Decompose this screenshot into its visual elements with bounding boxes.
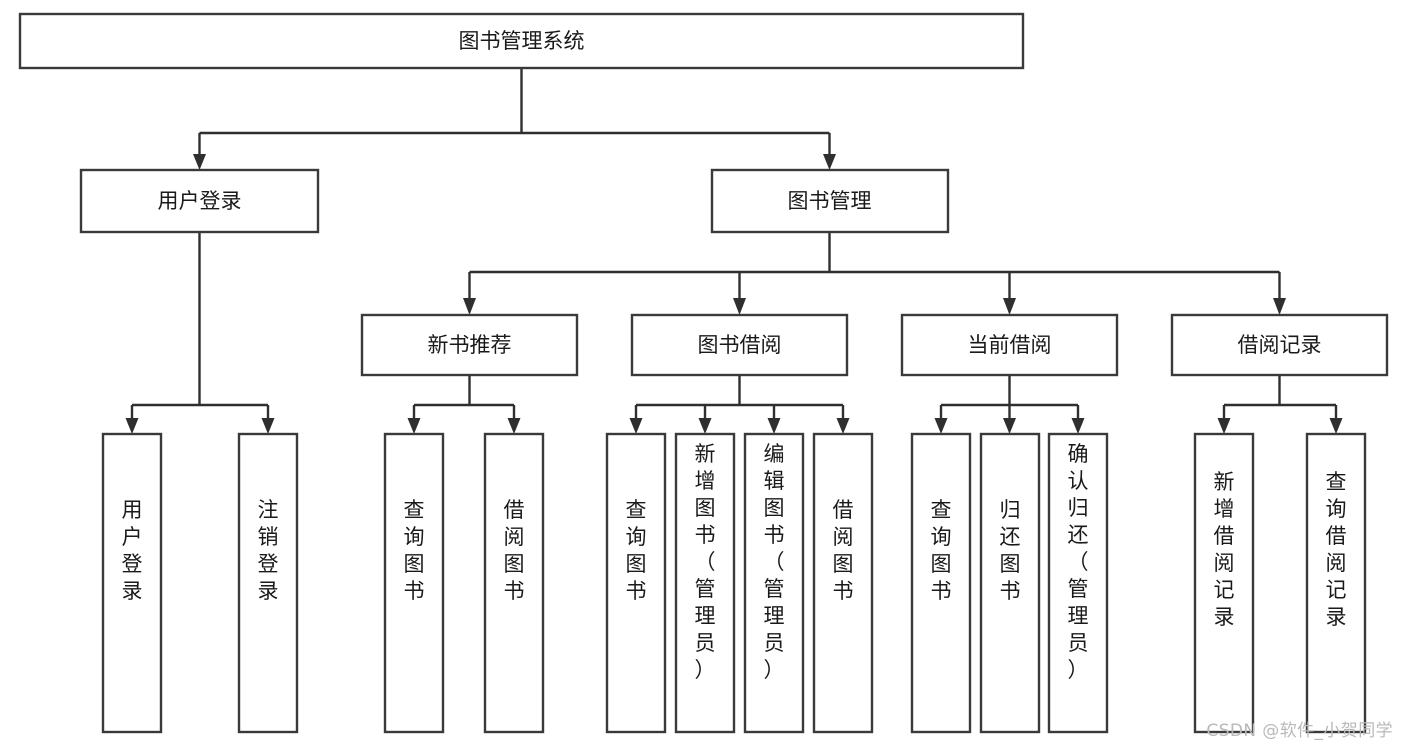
- leaf-borrow-book-1[interactable]: 借阅图书: [483, 432, 545, 734]
- node-book-borrow-box[interactable]: [630, 313, 849, 377]
- arrowhead-borrow-record: [1273, 298, 1286, 315]
- leaf-query-record-label: 查询借阅记录: [1326, 470, 1347, 629]
- leaf-user-login[interactable]: 用户登录: [101, 432, 163, 734]
- leaf-query-book-2[interactable]: 查询图书: [605, 432, 667, 734]
- leaf-confirm-return[interactable]: 确认归还（管理员）: [1047, 432, 1109, 734]
- arrowhead-leaf-add-record: [1217, 418, 1231, 434]
- leaf-return-book-label: 归还图书: [1000, 498, 1021, 603]
- leaf-edit-book[interactable]: 编辑图书（管理员）: [743, 432, 805, 734]
- leaf-add-record-box[interactable]: [1193, 432, 1255, 734]
- leaf-edit-book-label: 编辑图书（管理员）: [764, 442, 785, 682]
- leaf-add-book-label: 新增图书（管理员）: [695, 442, 716, 682]
- leaf-query-book-3-label: 查询图书: [931, 498, 952, 603]
- node-book-manage-box[interactable]: [710, 168, 950, 234]
- node-new-book-recommend-label: 新书推荐: [428, 333, 512, 357]
- arrowhead-leaf-query-book-3: [934, 418, 948, 434]
- node-borrow-record-box[interactable]: [1170, 313, 1389, 377]
- arrowhead-new-book-recommend: [463, 298, 476, 315]
- node-user-login-box[interactable]: [79, 168, 320, 234]
- arrowhead-leaf-user-logout: [261, 418, 275, 434]
- arrowhead-current-borrow: [1003, 298, 1016, 315]
- arrowhead-leaf-borrow-book-1: [507, 418, 521, 434]
- csdn-watermark: CSDN @软件_小贺同学: [1206, 721, 1393, 741]
- leaf-return-book-box[interactable]: [979, 432, 1041, 734]
- arrowhead-book-manage: [823, 154, 836, 170]
- node-borrow-record-label: 借阅记录: [1238, 333, 1322, 357]
- node-current-borrow[interactable]: 当前借阅: [900, 313, 1119, 377]
- leaf-query-record[interactable]: 查询借阅记录: [1305, 432, 1367, 734]
- arrowhead-leaf-user-login: [125, 418, 139, 434]
- node-borrow-record[interactable]: 借阅记录: [1170, 313, 1389, 377]
- arrowhead-leaf-edit-book: [767, 418, 781, 434]
- leaf-add-record[interactable]: 新增借阅记录: [1193, 432, 1255, 734]
- leaf-edit-book-box[interactable]: [743, 432, 805, 734]
- leaf-borrow-book-2-box[interactable]: [812, 432, 874, 734]
- node-current-borrow-label: 当前借阅: [968, 333, 1052, 357]
- leaf-user-login-box[interactable]: [101, 432, 163, 734]
- leaf-user-login-label: 用户登录: [122, 498, 143, 603]
- leaf-query-record-box[interactable]: [1305, 432, 1367, 734]
- node-new-book-recommend[interactable]: 新书推荐: [360, 313, 579, 377]
- connector-layer: [125, 68, 1343, 434]
- leaf-query-book-2-label: 查询图书: [626, 498, 647, 603]
- leaf-borrow-book-2[interactable]: 借阅图书: [812, 432, 874, 734]
- leaf-user-logout-box[interactable]: [237, 432, 299, 734]
- leaf-query-book-3-box[interactable]: [910, 432, 972, 734]
- leaf-query-book-1-label: 查询图书: [404, 498, 425, 603]
- arrowhead-leaf-confirm-return: [1071, 418, 1085, 434]
- node-root-label: 图书管理系统: [459, 29, 585, 53]
- node-root[interactable]: 图书管理系统: [18, 12, 1025, 70]
- leaf-add-book-box[interactable]: [674, 432, 736, 734]
- leaf-user-logout[interactable]: 注销登录: [237, 432, 299, 734]
- arrowhead-leaf-query-record: [1329, 418, 1343, 434]
- leaf-confirm-return-box[interactable]: [1047, 432, 1109, 734]
- node-user-login[interactable]: 用户登录: [79, 168, 320, 234]
- arrowhead-leaf-return-book: [1003, 418, 1016, 434]
- leaf-return-book[interactable]: 归还图书: [979, 432, 1041, 734]
- leaf-add-record-label: 新增借阅记录: [1214, 470, 1235, 629]
- arrowhead-leaf-query-book-1: [407, 418, 421, 434]
- node-book-manage-label: 图书管理: [788, 189, 872, 213]
- node-user-login-label: 用户登录: [158, 189, 242, 213]
- node-new-book-recommend-box[interactable]: [360, 313, 579, 377]
- node-book-borrow-label: 图书借阅: [698, 333, 782, 357]
- arrowhead-leaf-query-book-2: [629, 418, 643, 434]
- leaf-borrow-book-2-label: 借阅图书: [833, 498, 854, 603]
- leaf-query-book-3[interactable]: 查询图书: [910, 432, 972, 734]
- arrowhead-user-login: [193, 154, 206, 170]
- leaf-query-book-2-box[interactable]: [605, 432, 667, 734]
- arrowhead-leaf-add-book: [698, 418, 712, 434]
- leaf-add-book[interactable]: 新增图书（管理员）: [674, 432, 736, 734]
- node-current-borrow-box[interactable]: [900, 313, 1119, 377]
- node-root-box[interactable]: [18, 12, 1025, 70]
- leaf-borrow-book-1-box[interactable]: [483, 432, 545, 734]
- node-book-manage[interactable]: 图书管理: [710, 168, 950, 234]
- arrowhead-book-borrow: [733, 298, 746, 315]
- leaf-query-book-1[interactable]: 查询图书: [383, 432, 445, 734]
- arrowhead-leaf-borrow-book-2: [836, 418, 850, 434]
- leaf-confirm-return-label: 确认归还（管理员）: [1068, 442, 1089, 682]
- node-book-borrow[interactable]: 图书借阅: [630, 313, 849, 377]
- leaf-borrow-book-1-label: 借阅图书: [504, 498, 525, 603]
- leaf-query-book-1-box[interactable]: [383, 432, 445, 734]
- leaf-user-logout-label: 注销登录: [258, 498, 279, 603]
